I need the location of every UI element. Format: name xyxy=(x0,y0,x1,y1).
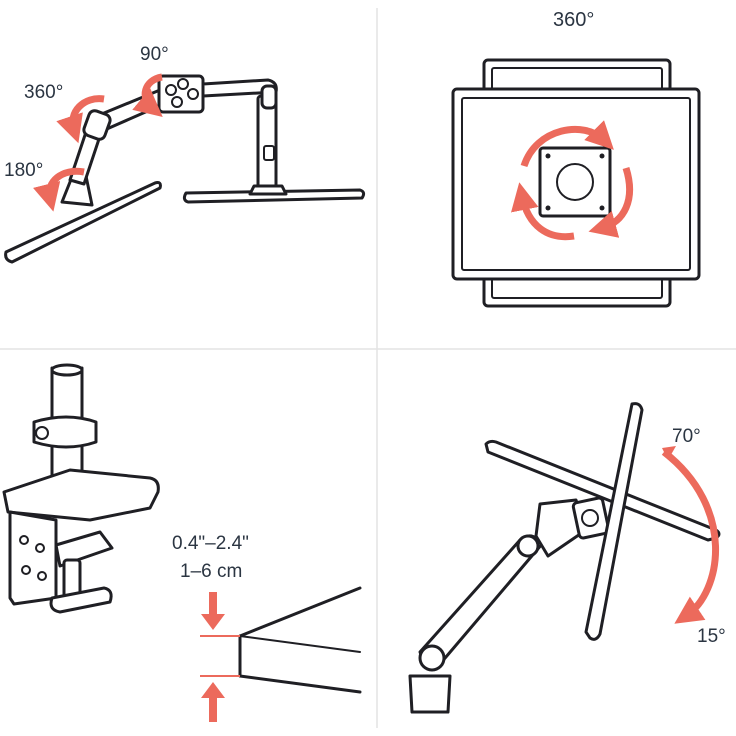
vesa-hole-br xyxy=(599,205,605,211)
label-tilt-down-15: 15° xyxy=(697,626,726,647)
desk-side-line xyxy=(239,635,361,653)
clamp-pole-top xyxy=(50,363,84,377)
right-pole-lock xyxy=(263,145,275,161)
mount-knob-3 xyxy=(187,88,199,100)
vesa-hole-tr xyxy=(599,153,605,159)
rotate-arrow-right xyxy=(588,166,633,238)
back-plate-hole-2 xyxy=(35,543,45,553)
label-swivel-360: 360° xyxy=(24,82,63,103)
right-pole-collar xyxy=(260,84,278,110)
clamp-foot-pad xyxy=(49,586,113,614)
mount-knob-2 xyxy=(177,78,189,90)
right-pole-foot xyxy=(248,184,288,196)
label-base-180: 180° xyxy=(4,160,43,181)
clamp-lower-arm xyxy=(54,530,114,568)
mount-knob-1 xyxy=(165,84,177,96)
swivel-arrow-360 xyxy=(56,95,105,144)
back-plate-hole-4 xyxy=(37,571,47,581)
mount-knob-4 xyxy=(171,96,183,108)
vesa-center-hub xyxy=(556,163,594,201)
thickness-arrow-down xyxy=(201,592,225,630)
label-thickness-cm: 1–6 cm xyxy=(180,561,242,582)
desk-top-edge xyxy=(238,586,362,638)
panel-monitor-tilt: 70° 15° xyxy=(408,402,726,714)
desk-front-bottom xyxy=(238,674,362,694)
tilt-monitor-edge xyxy=(584,402,644,641)
base-arrow-180 xyxy=(33,167,85,212)
tilt-range-arrow xyxy=(661,449,720,624)
vesa-hole-tl xyxy=(545,153,551,159)
monitor-landscape-screen xyxy=(461,97,691,271)
clamp-back-plate xyxy=(8,510,58,606)
rotate-arrow-top xyxy=(520,120,614,168)
panel-arm-pivots: 90° 360° 180° xyxy=(4,44,366,264)
clamp-top-plate xyxy=(2,468,160,522)
label-tilt-90: 90° xyxy=(140,44,169,65)
panel-desk-clamp: 0.4"–2.4" 1–6 cm xyxy=(2,363,362,722)
tilt-mid-joint xyxy=(516,534,540,558)
back-plate-hole-3 xyxy=(21,565,31,575)
label-tilt-up-70: 70° xyxy=(672,426,701,447)
tilt-arrow-90 xyxy=(132,73,163,117)
tilt-base-stub xyxy=(408,674,452,714)
right-pole xyxy=(256,94,278,190)
label-rotate-360: 360° xyxy=(553,9,594,31)
clamp-collar xyxy=(32,415,98,449)
vesa-hole-bl xyxy=(545,205,551,211)
elbow-joint xyxy=(82,109,112,141)
label-thickness-inches: 0.4"–2.4" xyxy=(172,533,249,554)
tilt-lower-joint xyxy=(418,644,446,672)
collar-screw xyxy=(35,426,49,440)
tilt-range-arrowhead-up xyxy=(662,446,676,460)
tilt-head-knob xyxy=(581,509,599,527)
back-plate-hole-1 xyxy=(19,535,29,545)
left-desk-base xyxy=(4,181,162,264)
rotate-arrow-bottom xyxy=(511,182,575,241)
panel-monitor-rotation: 360° xyxy=(451,9,701,308)
right-desk-base xyxy=(182,188,366,204)
thickness-arrow-up xyxy=(201,682,225,722)
